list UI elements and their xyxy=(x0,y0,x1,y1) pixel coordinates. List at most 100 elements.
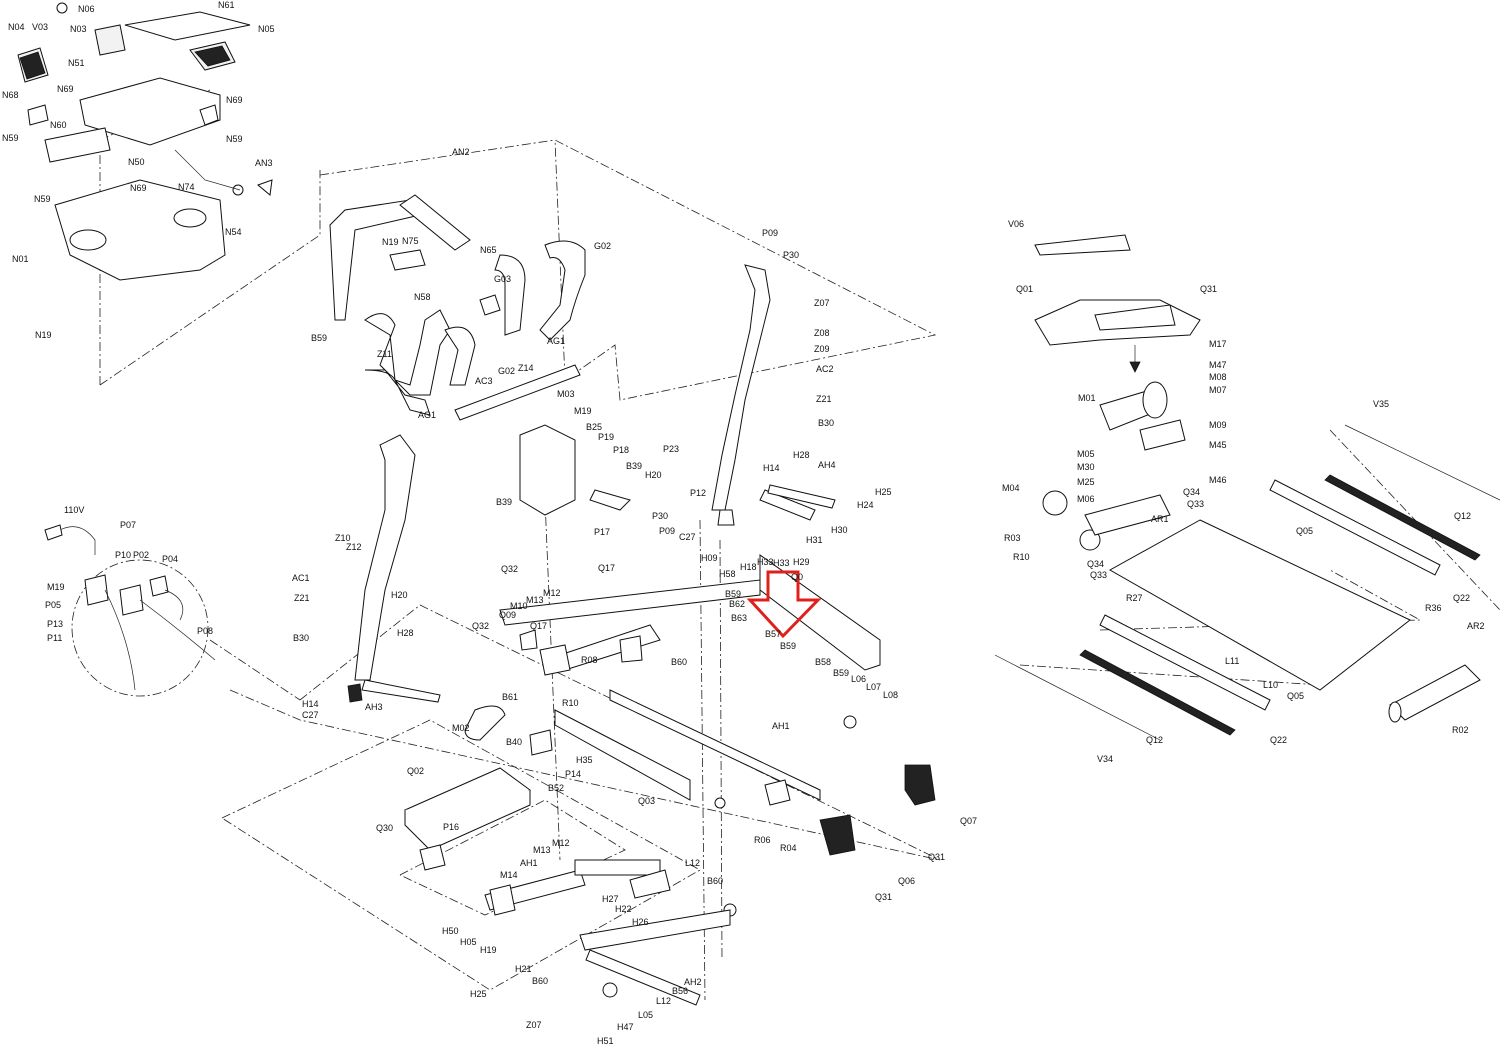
part-label-n75: N75 xyxy=(402,236,419,246)
part-label-b59a: B59 xyxy=(311,333,327,343)
part-label-r02: R02 xyxy=(1452,725,1469,735)
part-label-n01: N01 xyxy=(12,254,29,264)
part-label-h09: H09 xyxy=(701,553,718,563)
part-label-b62: B62 xyxy=(729,599,745,609)
part-label-p04: P04 xyxy=(162,554,178,564)
part-label-p10: P10 xyxy=(115,550,131,560)
part-label-q01: Q01 xyxy=(1016,284,1033,294)
part-label-r04: R04 xyxy=(780,843,797,853)
part-label-h29: H29 xyxy=(793,557,810,567)
part-label-q22b: Q22 xyxy=(1270,735,1287,745)
part-label-h47: H47 xyxy=(617,1022,634,1032)
part-label-p09b: P09 xyxy=(659,526,675,536)
part-label-n59c: N59 xyxy=(34,194,51,204)
part-label-g02b: G02 xyxy=(498,366,515,376)
part-label-m01: M01 xyxy=(1078,393,1096,403)
part-label-r08: R08 xyxy=(581,655,598,665)
part-label-l06: L06 xyxy=(851,674,866,684)
part-label-b56: B56 xyxy=(672,986,688,996)
part-label-b63: B63 xyxy=(731,613,747,623)
part-label-l05: L05 xyxy=(638,1010,653,1020)
part-label-l08: L08 xyxy=(883,690,898,700)
part-label-h58: H58 xyxy=(719,569,736,579)
part-label-z11: Z11 xyxy=(377,349,392,359)
part-label-b59c: B59 xyxy=(780,641,796,651)
part-label-m06: M06 xyxy=(1077,494,1095,504)
part-label-q33b: Q33 xyxy=(1090,570,1107,580)
part-label-v03: V03 xyxy=(32,22,48,32)
part-label-m46: M46 xyxy=(1209,475,1227,485)
part-label-v110: 110V xyxy=(64,505,84,515)
part-label-h33b: H33 xyxy=(773,558,790,568)
part-label-z10: Z10 xyxy=(335,533,351,543)
part-label-m13a: M13 xyxy=(526,595,544,605)
part-label-p14: P14 xyxy=(565,769,581,779)
part-label-ac2: AC2 xyxy=(816,364,834,374)
part-label-m19b: M19 xyxy=(47,582,65,592)
part-label-n69b: N69 xyxy=(226,95,243,105)
part-label-p16: P16 xyxy=(443,822,459,832)
part-label-ah1a: AH1 xyxy=(772,721,790,731)
part-label-b39b: B39 xyxy=(496,497,512,507)
part-label-n03: N03 xyxy=(70,24,87,34)
part-label-an2: AN2 xyxy=(452,147,470,157)
part-label-b58: B58 xyxy=(815,657,831,667)
frame-assembly xyxy=(361,424,936,1006)
part-label-r10b: R10 xyxy=(1013,552,1030,562)
part-label-ah2: AH2 xyxy=(684,977,702,987)
part-label-n19b: N19 xyxy=(382,237,399,247)
part-label-h30: H30 xyxy=(831,525,848,535)
part-label-ac1: AC1 xyxy=(292,573,310,583)
part-label-m09: M09 xyxy=(1209,420,1227,430)
part-label-b59d: B59 xyxy=(833,668,849,678)
part-label-b40: B40 xyxy=(506,737,522,747)
part-label-b57: B57 xyxy=(765,629,781,639)
part-label-r27: R27 xyxy=(1126,593,1143,603)
part-label-n58: N58 xyxy=(414,292,431,302)
part-label-h35: H35 xyxy=(576,755,593,765)
part-label-b52: B52 xyxy=(548,783,564,793)
part-label-c27a: C27 xyxy=(679,532,696,542)
part-label-g03: G03 xyxy=(494,274,511,284)
part-label-n05: N05 xyxy=(258,24,275,34)
part-label-p23: P23 xyxy=(663,444,679,454)
part-label-h14b: H14 xyxy=(302,699,319,709)
part-label-h05: H05 xyxy=(460,937,477,947)
part-label-v35: V35 xyxy=(1373,399,1389,409)
part-label-b59b: B59 xyxy=(725,589,741,599)
part-label-h25b: H25 xyxy=(470,989,487,999)
part-label-ah4: AH4 xyxy=(818,460,836,470)
part-label-m13b: M13 xyxy=(533,845,551,855)
part-label-l10: L10 xyxy=(1263,680,1278,690)
part-label-m25: M25 xyxy=(1077,477,1095,487)
part-label-p08: P08 xyxy=(197,626,213,636)
part-label-b60a: B60 xyxy=(671,657,687,667)
part-label-ar1: AR1 xyxy=(1151,514,1169,524)
part-label-p12: P12 xyxy=(690,488,706,498)
part-label-h33a: H33 xyxy=(757,557,774,567)
part-label-p30a: P30 xyxy=(783,250,799,260)
part-label-m03: M03 xyxy=(557,389,575,399)
part-label-q31a: Q31 xyxy=(928,852,945,862)
part-label-r06: R06 xyxy=(754,835,771,845)
part-label-q32a: Q32 xyxy=(501,564,518,574)
part-label-b30b: B30 xyxy=(293,633,309,643)
part-label-b61: B61 xyxy=(502,692,518,702)
part-label-q05a: Q05 xyxy=(1296,526,1313,536)
part-label-g02a: G02 xyxy=(594,241,611,251)
part-label-l12b: L12 xyxy=(656,996,671,1006)
part-label-b39a: B39 xyxy=(626,461,642,471)
part-label-h14a: H14 xyxy=(763,463,780,473)
part-label-ag1b: AG1 xyxy=(418,410,436,420)
part-label-q03: Q03 xyxy=(638,796,655,806)
part-label-h20a: H20 xyxy=(645,470,662,480)
frame-lines xyxy=(71,89,1500,1001)
part-label-ar2: AR2 xyxy=(1467,621,1485,631)
part-label-m19a: M19 xyxy=(574,406,592,416)
part-label-q09: Q09 xyxy=(499,610,516,620)
part-label-n61: N61 xyxy=(218,0,235,10)
part-label-n54: N54 xyxy=(225,227,242,237)
part-label-q31b: Q31 xyxy=(875,892,892,902)
